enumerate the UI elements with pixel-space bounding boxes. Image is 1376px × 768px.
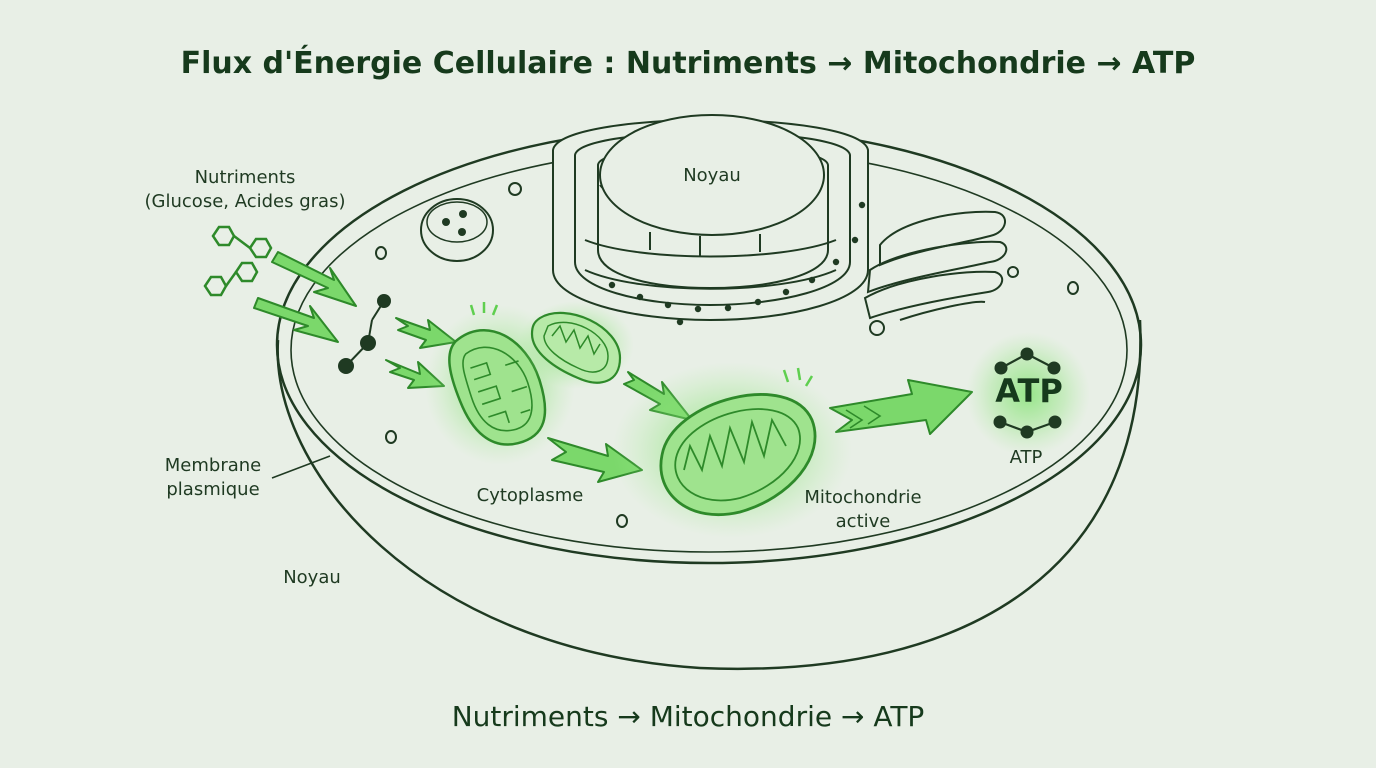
arrow-chevrons	[845, 405, 882, 429]
nucleus-label-bottom: Noyau	[283, 567, 341, 588]
cytoplasm-label: Cytoplasme	[476, 485, 584, 506]
atp-molecule	[966, 332, 1090, 456]
flow-arrows	[253, 251, 973, 483]
nutrient-molecules	[203, 225, 273, 297]
nucleus-er	[552, 114, 869, 322]
diagram-caption: Nutriments → Mitochondrie → ATP	[451, 700, 925, 733]
active-mito-label-line1: Mitochondrie	[804, 487, 922, 508]
atp-small-label: ATP	[1009, 447, 1043, 468]
mitochondrion-active	[612, 362, 852, 538]
diagram-title: Flux d'Énergie Cellulaire : Nutriments →…	[180, 46, 1196, 81]
golgi-apparatus	[863, 210, 1019, 336]
nutrients-label: Nutriments (Glucose, Acides gras)	[140, 166, 350, 214]
membrane-label-line1: Membrane	[164, 455, 262, 476]
membrane-label: Membrane plasmique	[148, 454, 278, 502]
atp-badge-label: ATP	[995, 372, 1063, 410]
mitochondrion-top	[518, 301, 634, 389]
er-ribosomes	[608, 201, 866, 326]
nutrients-label-line1: Nutriments	[194, 167, 296, 188]
molecule-chain	[338, 294, 391, 374]
active-mito-label-line2: active	[835, 511, 891, 532]
arrow-to-atp	[829, 379, 973, 435]
small-vacuoles	[375, 182, 1079, 528]
membrane-leader-line	[271, 455, 331, 479]
membrane-label-line2: plasmique	[166, 479, 260, 500]
nutrients-label-line2: (Glucose, Acides gras)	[144, 191, 346, 212]
nucleus-label-top: Noyau	[683, 165, 741, 186]
active-mitochondrion-label: Mitochondrie active	[788, 486, 938, 534]
arrow-in-1	[271, 251, 357, 307]
vesicle	[420, 198, 494, 262]
arrow-in-2	[253, 297, 339, 343]
